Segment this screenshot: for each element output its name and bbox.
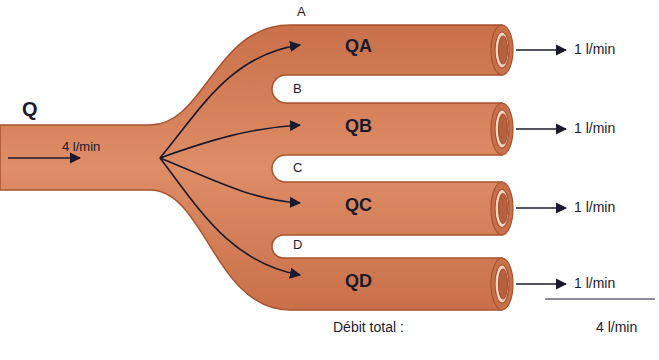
total-label: Débit total : <box>333 320 404 335</box>
branch-flow-symbol: QA <box>345 37 372 57</box>
branch-flow-symbol: QB <box>345 117 372 137</box>
branch-letter: A <box>297 5 306 19</box>
flow-value: 1 l/min <box>574 200 615 215</box>
flow-value: 4 l/min <box>62 140 100 154</box>
total-value: 4 l/min <box>596 320 637 335</box>
branch-letter: C <box>293 161 302 175</box>
flow-value: 1 l/min <box>574 121 615 136</box>
flow-symbol: Q <box>22 98 38 120</box>
branch-flow-symbol: QD <box>345 272 372 292</box>
flow-value: 1 l/min <box>574 42 615 57</box>
flow-value: 1 l/min <box>574 276 615 291</box>
branch-letter: B <box>293 82 302 96</box>
branch-letter: D <box>293 238 302 252</box>
branch-flow-symbol: QC <box>345 196 372 216</box>
